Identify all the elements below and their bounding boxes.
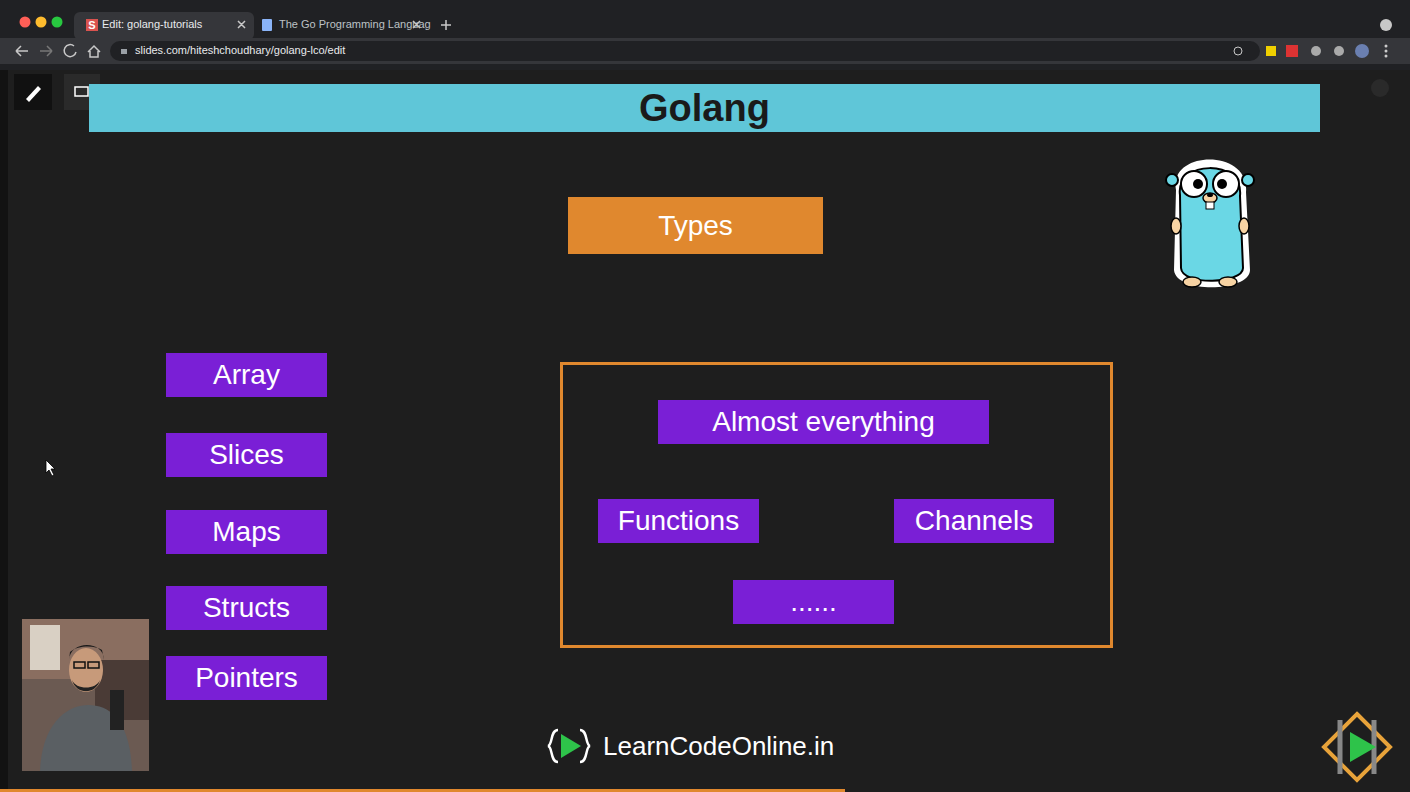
favicon-letter: S <box>86 19 98 31</box>
reload <box>64 45 76 57</box>
node-text: Types <box>658 210 733 242</box>
type-box: Channels <box>894 499 1054 543</box>
node-text: Structs <box>203 592 290 624</box>
menu-dot <box>1380 19 1392 31</box>
active-tab <box>74 12 254 40</box>
brand-name: LearnCodeOnline.in <box>603 731 834 762</box>
group-frame: Almost everythingFunctions Channels...... <box>560 362 1113 648</box>
type-heading: Types <box>568 197 823 254</box>
lock <box>121 49 127 54</box>
avatar <box>1355 44 1369 58</box>
ext-icon <box>1286 45 1298 57</box>
type-box: Almost everything <box>658 400 989 444</box>
node-text: Pointers <box>195 662 298 694</box>
corner-logo <box>1324 714 1390 780</box>
ext-icon <box>1334 46 1344 56</box>
max-dot <box>52 17 63 28</box>
address-field <box>110 41 1260 61</box>
browser-chrome <box>0 0 1410 70</box>
tab-icon <box>262 19 272 31</box>
lco-logo <box>548 730 590 762</box>
node-text: Channels <box>915 505 1033 537</box>
type-box: Slices <box>166 433 327 477</box>
close-dot <box>20 17 31 28</box>
min-dot <box>36 17 47 28</box>
type-box: Array <box>166 353 327 397</box>
url-text: slides.com/hiteshchoudhary/golang-lco/ed… <box>135 44 345 57</box>
pen-tool <box>14 74 52 110</box>
home <box>88 46 100 57</box>
type-box: Pointers <box>166 656 327 700</box>
webcam-feed <box>22 619 149 771</box>
tab-title: Edit: golang-tutorials <box>102 18 202 31</box>
type-box: ...... <box>733 580 894 624</box>
type-box: Structs <box>166 586 327 630</box>
gopher-mascot <box>1166 160 1254 288</box>
slide-ground <box>0 70 1410 792</box>
node-text: Slices <box>209 439 284 471</box>
fwd-arrow <box>40 46 52 56</box>
title-band <box>89 84 1320 132</box>
ext-icon <box>1266 46 1276 56</box>
node-text: Functions <box>618 505 739 537</box>
slide-title: Golang <box>89 84 1320 132</box>
new-tab <box>441 20 451 30</box>
node-text: Maps <box>212 516 280 548</box>
node-text: Array <box>213 359 280 391</box>
node-text: Almost everything <box>712 406 935 438</box>
toolbar <box>0 38 1410 64</box>
tab-title: The Go Programming Languag <box>279 18 431 31</box>
type-box: Functions <box>598 499 759 543</box>
star <box>1234 47 1242 55</box>
node-text: ...... <box>790 586 837 618</box>
ext-icon <box>1311 46 1321 56</box>
back-arrow <box>16 46 28 56</box>
type-box: Maps <box>166 510 327 554</box>
